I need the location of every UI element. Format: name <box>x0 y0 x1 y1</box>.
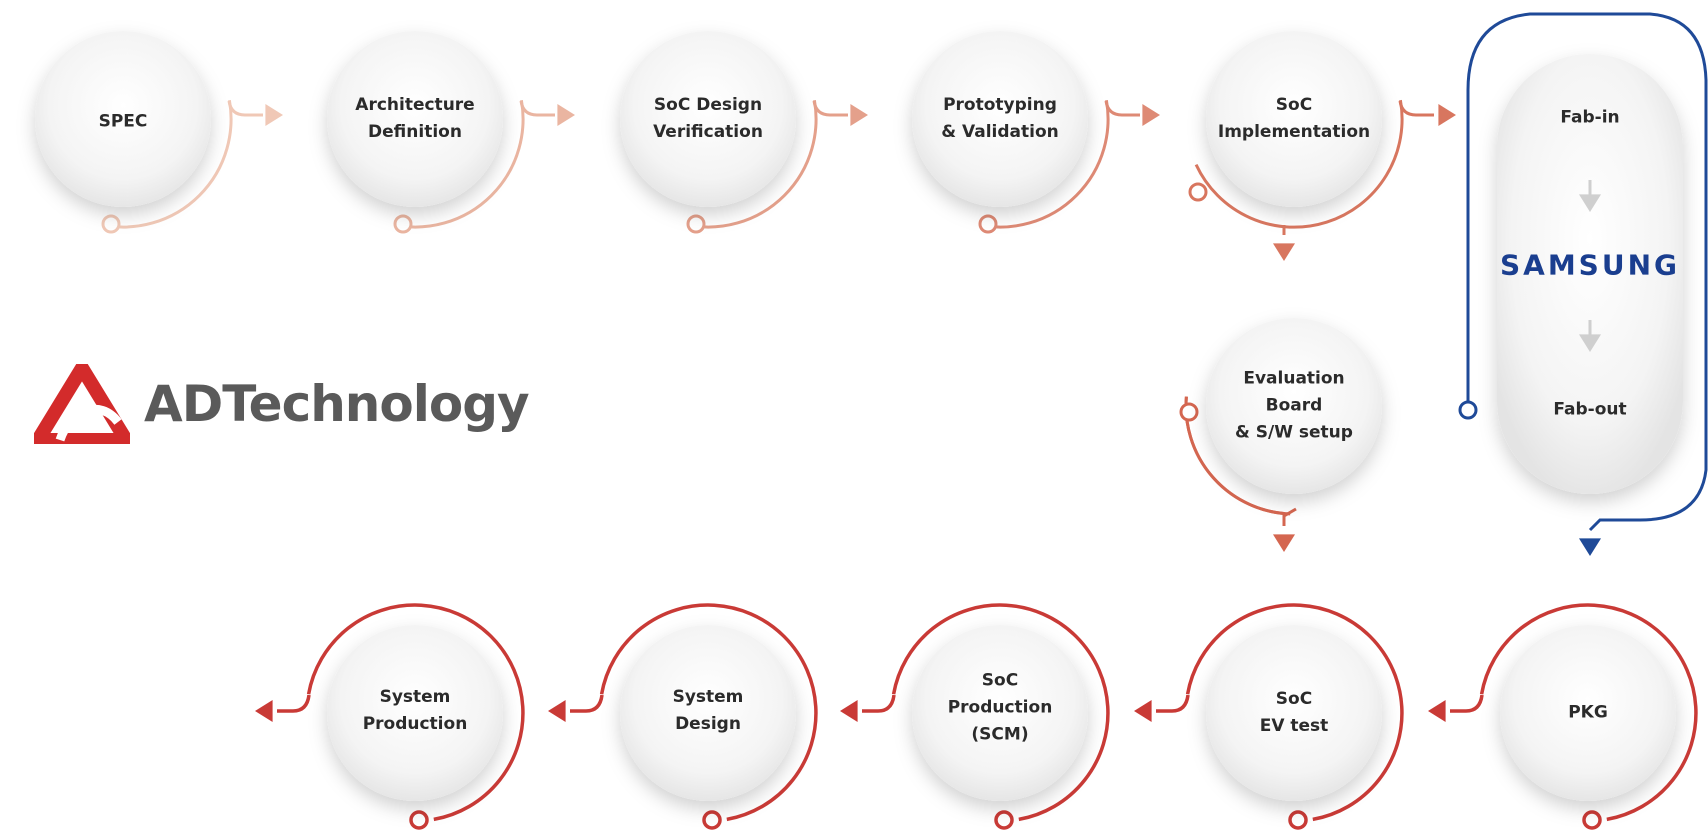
node-dot-prototyping <box>978 214 998 234</box>
disc-soc-design-verification <box>620 31 796 207</box>
ring-architecture <box>395 99 525 229</box>
fab-pill <box>1497 54 1683 494</box>
disc-evaluation-board <box>1206 318 1382 494</box>
ring-system-production <box>306 603 525 822</box>
node-dot-system-production <box>409 810 429 830</box>
arrow-spec <box>265 104 283 126</box>
node-dot-architecture <box>393 214 413 234</box>
ring-pkg <box>1479 603 1698 822</box>
step-system-production: System Production <box>362 687 468 734</box>
step-evaluation-board: Evaluation Board & S/W setup <box>1235 368 1353 443</box>
step-soc-production: SoC Production (SCM) <box>947 670 1053 745</box>
ring-soc-design-verification <box>688 99 818 229</box>
step-soc-design-verification: SoC Design Verification <box>653 95 763 142</box>
disc-system-production <box>327 625 503 801</box>
arrow-from-soc-production <box>840 700 858 722</box>
node-dot-soc-design-verification <box>686 214 706 234</box>
arrow-from-system-production <box>255 700 273 722</box>
node-dot-fab <box>1458 400 1478 420</box>
fab-ring <box>1466 12 1708 532</box>
company-name: ADTechnology <box>144 375 530 433</box>
disc-soc-production <box>912 625 1088 801</box>
fab-flow-arrow-1 <box>1579 334 1601 352</box>
step-soc-implementation: SoC Implementation <box>1217 95 1371 142</box>
disc-prototyping <box>912 31 1088 207</box>
ring-soc-production <box>891 603 1110 822</box>
ring-soc-ev-test <box>1185 603 1404 822</box>
arrow-from-soc-ev-test <box>1134 700 1152 722</box>
step-pkg: PKG <box>1568 702 1608 723</box>
adtechnology-logo: ADTechnology <box>34 364 530 444</box>
step-spec: SPEC <box>98 111 148 132</box>
node-dot-spec <box>101 214 121 234</box>
fab-out-label: Fab-out <box>1553 399 1627 420</box>
arrow-architecture <box>557 104 575 126</box>
arrow-to-fab <box>1438 104 1456 126</box>
fab-in-label: Fab-in <box>1560 107 1620 128</box>
arrow-soc-design-verification <box>850 104 868 126</box>
disc-soc-implementation <box>1206 31 1382 207</box>
arrow-prototyping <box>1142 104 1160 126</box>
arrow-to-evaluation <box>1273 243 1295 261</box>
ring-system-design <box>599 603 818 822</box>
node-dot-soc-ev-test <box>1288 810 1308 830</box>
node-dot-soc-implementation <box>1188 182 1208 202</box>
arrow-from-system-design <box>548 700 566 722</box>
disc-spec <box>35 31 211 207</box>
arrow-to-pkg <box>1579 538 1601 556</box>
disc-pkg <box>1500 625 1676 801</box>
node-dot-evaluation-board <box>1179 402 1199 422</box>
ring-soc-implementation <box>1194 99 1404 229</box>
disc-system-design <box>620 625 796 801</box>
step-architecture-definition: Architecture Definition <box>355 95 475 142</box>
fab-flow-arrow-0 <box>1579 194 1601 212</box>
disc-soc-ev-test <box>1206 625 1382 801</box>
step-system-design: System Design <box>672 687 744 734</box>
arrow-from-pkg <box>1428 700 1446 722</box>
adtechnology-mark-icon <box>34 364 130 444</box>
arrow-to-ev-test <box>1273 534 1295 552</box>
disc-architecture <box>327 31 503 207</box>
ring-prototyping <box>980 99 1110 229</box>
node-dot-system-design <box>702 810 722 830</box>
step-soc-ev-test: SoC EV test <box>1259 689 1329 736</box>
samsung-logo: SAMSUNG <box>1499 248 1681 282</box>
node-dot-soc-production <box>994 810 1014 830</box>
step-prototyping-validation: Prototyping & Validation <box>941 95 1059 142</box>
node-dot-pkg <box>1582 810 1602 830</box>
ring-spec <box>103 99 233 229</box>
